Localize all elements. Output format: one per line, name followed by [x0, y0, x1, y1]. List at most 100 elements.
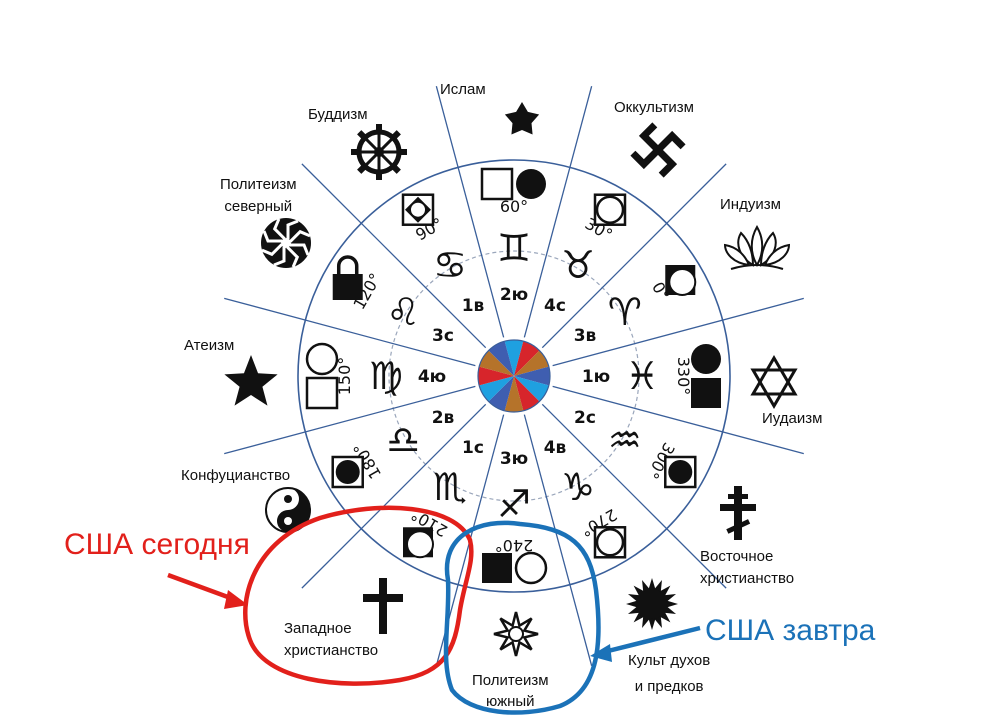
ornament-center	[508, 626, 524, 642]
zodiac-glyph: ♉︎	[561, 243, 595, 287]
wheel-handle	[357, 164, 367, 174]
star-of-david-icon	[750, 355, 798, 409]
spoke-line	[552, 297, 804, 367]
sector-mark-group	[331, 455, 364, 489]
mark-square-filled	[691, 378, 721, 408]
sector-house-label: 3ю	[500, 449, 528, 469]
cross-main-bar	[720, 504, 756, 511]
center-pie-outline	[477, 339, 551, 413]
kolovrat-icon	[261, 218, 311, 268]
zodiac-glyph: ♈︎	[608, 290, 642, 334]
swastika-arms	[630, 122, 686, 178]
triangle-up	[750, 355, 798, 396]
center-pie-slice	[478, 366, 514, 386]
zodiac-glyph: ♊︎	[497, 226, 531, 270]
cross-vertical	[379, 578, 387, 634]
spoke-line	[541, 163, 727, 349]
kolovrat-ray	[290, 243, 310, 256]
center-pie-slice	[514, 376, 540, 411]
yinyang-dot-dark	[284, 495, 292, 503]
mark-inner-circle	[411, 202, 425, 217]
zodiac-glyph: ♏︎	[433, 465, 467, 509]
sector-house-label: 1с	[462, 438, 484, 458]
mark-inner-circle	[406, 530, 434, 559]
mark-inner-circle-filled	[335, 460, 360, 484]
center-pie-slice	[514, 366, 550, 386]
spoke-line	[435, 86, 505, 338]
mark-square-filled	[482, 553, 512, 583]
dharma-wheel-icon	[351, 124, 407, 180]
center-pie-slice	[514, 376, 549, 402]
sector-mark-group	[482, 551, 548, 585]
zodiac-glyph: ♋︎	[433, 243, 467, 287]
kolovrat-center	[281, 238, 291, 248]
religion-label-confucianism: Конфуцианство	[181, 467, 291, 484]
religion-label-ancestor-cult: Культ духов и предков	[628, 652, 711, 695]
center-pie-slice	[488, 341, 514, 376]
yin-yang-icon	[265, 487, 311, 533]
spoke-line	[301, 163, 487, 349]
usa-today-loop	[243, 505, 474, 686]
religion-label-islam: Ислам	[440, 81, 486, 98]
religion-label-northern-polytheism: Политеизм северный	[220, 176, 297, 215]
mark-circle-filled	[691, 344, 721, 374]
yinyang-dot-light	[284, 517, 292, 525]
religion-label-buddhism: Буддизм	[308, 106, 368, 123]
lotus-petal	[763, 243, 791, 267]
center-pie-slice	[504, 340, 524, 376]
mark-inner-circle	[668, 268, 697, 296]
sector-house-label: 1в	[462, 296, 485, 316]
spoke-line	[523, 86, 593, 338]
spoke-line	[301, 403, 487, 589]
sector-house-label: 2ю	[500, 285, 528, 305]
wheel-handle	[351, 149, 359, 155]
sun-disc	[637, 589, 667, 619]
zodiac-glyph: ♒︎	[608, 418, 642, 462]
sector-house-label: 4в	[544, 438, 567, 458]
spoke-line	[224, 385, 476, 455]
spoke-line	[224, 297, 476, 367]
star-shape	[224, 355, 278, 406]
annotation-usa-tomorrow: США завтра	[705, 614, 876, 647]
center-pie-slice	[504, 376, 524, 412]
sector-angle-label: 60°	[500, 197, 528, 216]
mark-circle	[514, 551, 548, 585]
kolovrat-ray	[273, 247, 286, 267]
sector-mark-group	[691, 344, 721, 408]
star-icon	[224, 355, 278, 406]
wheel-handle	[357, 130, 367, 140]
sun-icon	[626, 578, 678, 630]
mark-inner-circle-filled	[668, 460, 693, 484]
swastika-path	[630, 122, 686, 178]
religion-label-western-christianity: Западное христианство	[284, 620, 379, 659]
zodiac-glyph: ♍︎	[369, 354, 403, 398]
sector-angle-label: 240°	[495, 536, 534, 555]
sector-mark-group	[480, 167, 546, 201]
center-pie-slice	[514, 350, 549, 376]
mark-square	[480, 167, 514, 201]
wheel-handle	[376, 172, 382, 180]
mark-lock-body	[332, 274, 363, 300]
cross-top-bar	[728, 494, 748, 499]
zodiac-glyph: ♌︎	[386, 290, 420, 334]
sector-house-label: 1ю	[582, 367, 610, 387]
crescent-star-shape	[504, 102, 540, 135]
religion-label-hinduism: Индуизм	[720, 196, 781, 213]
sector-house-label: 4с	[544, 296, 566, 316]
mark-lock-shackle	[336, 255, 359, 274]
mark-circle	[305, 342, 339, 376]
religion-label-eastern-christianity: Восточное христианство	[700, 548, 795, 587]
mark-inner-circle	[595, 195, 625, 224]
lotus-base	[730, 264, 784, 270]
religion-label-judaism: Иудаизм	[762, 410, 823, 427]
usa-tomorrow-arrow-head	[590, 644, 612, 662]
sector-mark-group	[593, 526, 627, 559]
sector-mark-group	[305, 342, 339, 410]
wheel-handle	[391, 130, 401, 140]
sector-house-label: 3с	[432, 326, 454, 346]
religion-label-occult: Оккультизм	[614, 99, 694, 116]
kolovrat-ray	[272, 218, 286, 240]
crescent-star-icon	[500, 98, 540, 142]
